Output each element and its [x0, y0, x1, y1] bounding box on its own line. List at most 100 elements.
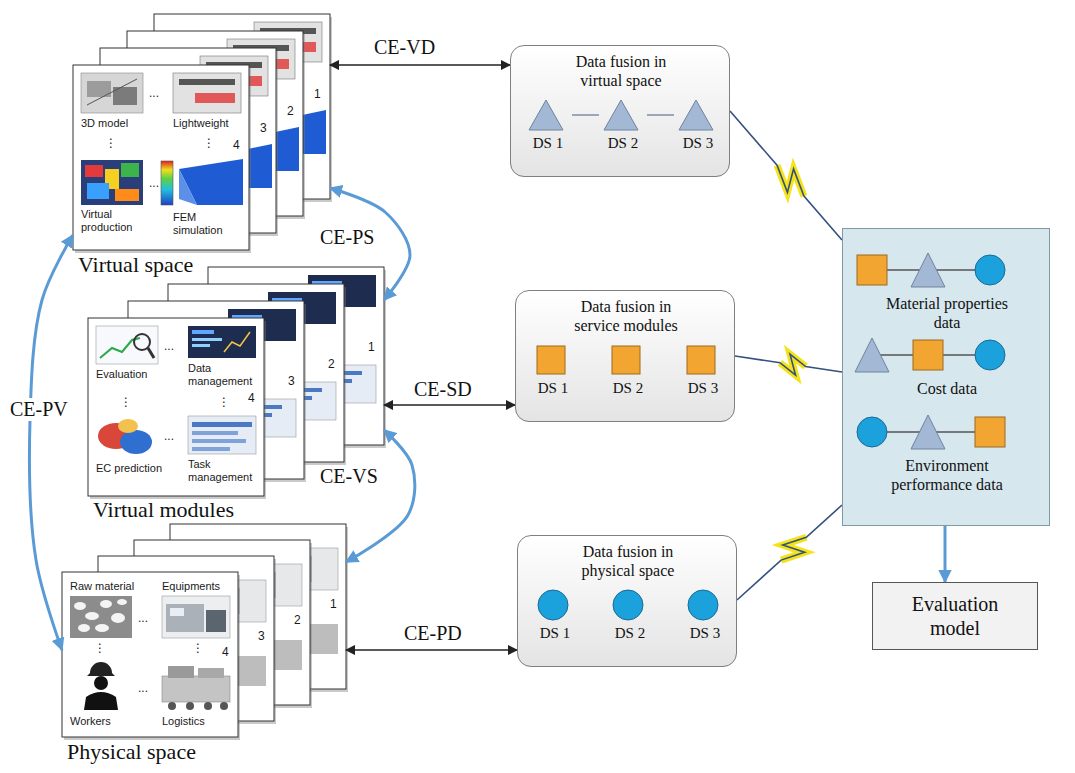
square-shape	[612, 346, 640, 374]
dashboard-picture	[188, 326, 256, 358]
fusion-box: DS 1 DS 2 DS 3 Data fusion in service modul…	[515, 290, 735, 422]
connector	[330, 64, 510, 65]
item-caption: Logistics	[162, 715, 205, 728]
square-icon	[857, 255, 887, 285]
data-panel: Material properties dataCost dataEnviron…	[842, 228, 1050, 526]
picture-detail	[198, 668, 224, 678]
item-caption: FEM simulation	[173, 211, 245, 237]
space-title: Physical space	[67, 740, 196, 764]
picture-detail	[148, 348, 154, 358]
connector-group	[647, 115, 674, 116]
picture-detail	[206, 610, 226, 632]
source-circle: DS 3	[681, 588, 729, 646]
card-number: 4	[248, 392, 255, 405]
connection-label: CE-PD	[402, 622, 464, 645]
card-number: 2	[328, 358, 335, 371]
triangle-shape	[604, 100, 638, 130]
picture-detail	[87, 79, 137, 105]
picture-detail	[74, 602, 86, 610]
picture-detail	[192, 338, 222, 341]
picture-detail	[170, 608, 184, 616]
ellipsis-mark: ⋮	[94, 642, 106, 655]
picture-detail	[186, 702, 194, 710]
source-label: DS 1	[524, 134, 572, 152]
card-sheet	[88, 318, 264, 496]
picture-detail	[192, 439, 246, 443]
source-triangle: DS 2	[599, 98, 647, 156]
item-caption: Data management	[188, 362, 260, 388]
card-number: 1	[314, 88, 321, 101]
card-sheet	[73, 65, 249, 250]
lightning-link	[737, 505, 842, 600]
picture-detail	[166, 604, 204, 632]
ellipsis-mark: ...	[149, 87, 159, 100]
equipment-picture	[162, 596, 230, 638]
circle-shape	[613, 590, 643, 620]
lightweight-picture	[173, 73, 241, 113]
source-label: DS 2	[599, 134, 647, 152]
picture-detail	[195, 93, 235, 103]
picture-detail	[192, 431, 238, 435]
connector	[29, 235, 73, 650]
picture-detail	[117, 599, 127, 605]
circle-icon	[975, 255, 1005, 285]
box-fill	[510, 45, 730, 177]
triangle-icon	[911, 253, 945, 287]
connector	[647, 114, 674, 116]
box-fill	[515, 290, 735, 422]
model-label: Evaluation model	[899, 592, 1011, 640]
picture-detail	[85, 612, 99, 620]
card-number: 3	[260, 122, 267, 135]
picture-detail	[168, 702, 176, 710]
source-label: DS 2	[606, 624, 654, 642]
picture-detail	[192, 330, 214, 334]
connector-group	[572, 115, 599, 116]
item-caption: Equipments	[162, 580, 220, 593]
picture-detail	[100, 600, 112, 608]
connector-group	[346, 430, 415, 562]
connector-group	[330, 65, 510, 66]
card-number: 1	[368, 341, 375, 354]
connection-label: CE-PV	[8, 398, 70, 421]
source-label: DS 1	[529, 379, 577, 397]
connection-label: CE-PS	[318, 226, 376, 249]
connector-group	[384, 405, 515, 406]
fusion-box: DS 1DS 2DS 3Data fusion in virtual space	[510, 45, 730, 177]
connector-group	[730, 111, 842, 240]
fusion-title: Data fusion in physical space	[563, 542, 693, 580]
picture-detail	[121, 163, 139, 177]
source-circle: DS 2	[606, 588, 654, 646]
picture-detail	[168, 666, 194, 678]
connection-label: CE-VS	[318, 465, 380, 488]
worker-icon	[94, 676, 108, 690]
card-number: 2	[287, 105, 294, 118]
data-category: Cost data	[872, 379, 1022, 398]
panel-fill	[842, 228, 1050, 526]
source-label: DS 2	[604, 379, 652, 397]
circle-icon	[975, 340, 1005, 370]
source-label: DS 3	[674, 134, 722, 152]
ellipsis-mark: ⋮	[203, 137, 215, 150]
space-title: Virtual modules	[93, 498, 234, 522]
source-triangle: DS 3	[674, 98, 722, 156]
item-caption: Raw material	[70, 580, 134, 593]
ellipsis-mark: ...	[164, 430, 174, 443]
ellipsis-mark: ...	[164, 340, 174, 353]
process-box: Evaluation model	[872, 582, 1038, 650]
source-square: DS 3	[679, 343, 727, 401]
item-caption: Workers	[70, 715, 111, 728]
source-label: DS 1	[531, 624, 579, 642]
source-square: DS 1	[529, 343, 577, 401]
ec-picture	[118, 419, 138, 433]
picture-detail	[192, 447, 230, 451]
item-caption: Task management	[188, 458, 260, 484]
triangle-shape	[679, 100, 713, 130]
circle-icon	[857, 417, 887, 447]
card-sheet	[62, 572, 238, 737]
circle-shape	[538, 590, 568, 620]
picture-detail	[204, 702, 212, 710]
fusion-title: Data fusion in service modules	[561, 297, 691, 335]
card-number: 3	[258, 630, 265, 643]
fem-colorbar	[161, 161, 173, 205]
square-icon	[975, 417, 1005, 447]
